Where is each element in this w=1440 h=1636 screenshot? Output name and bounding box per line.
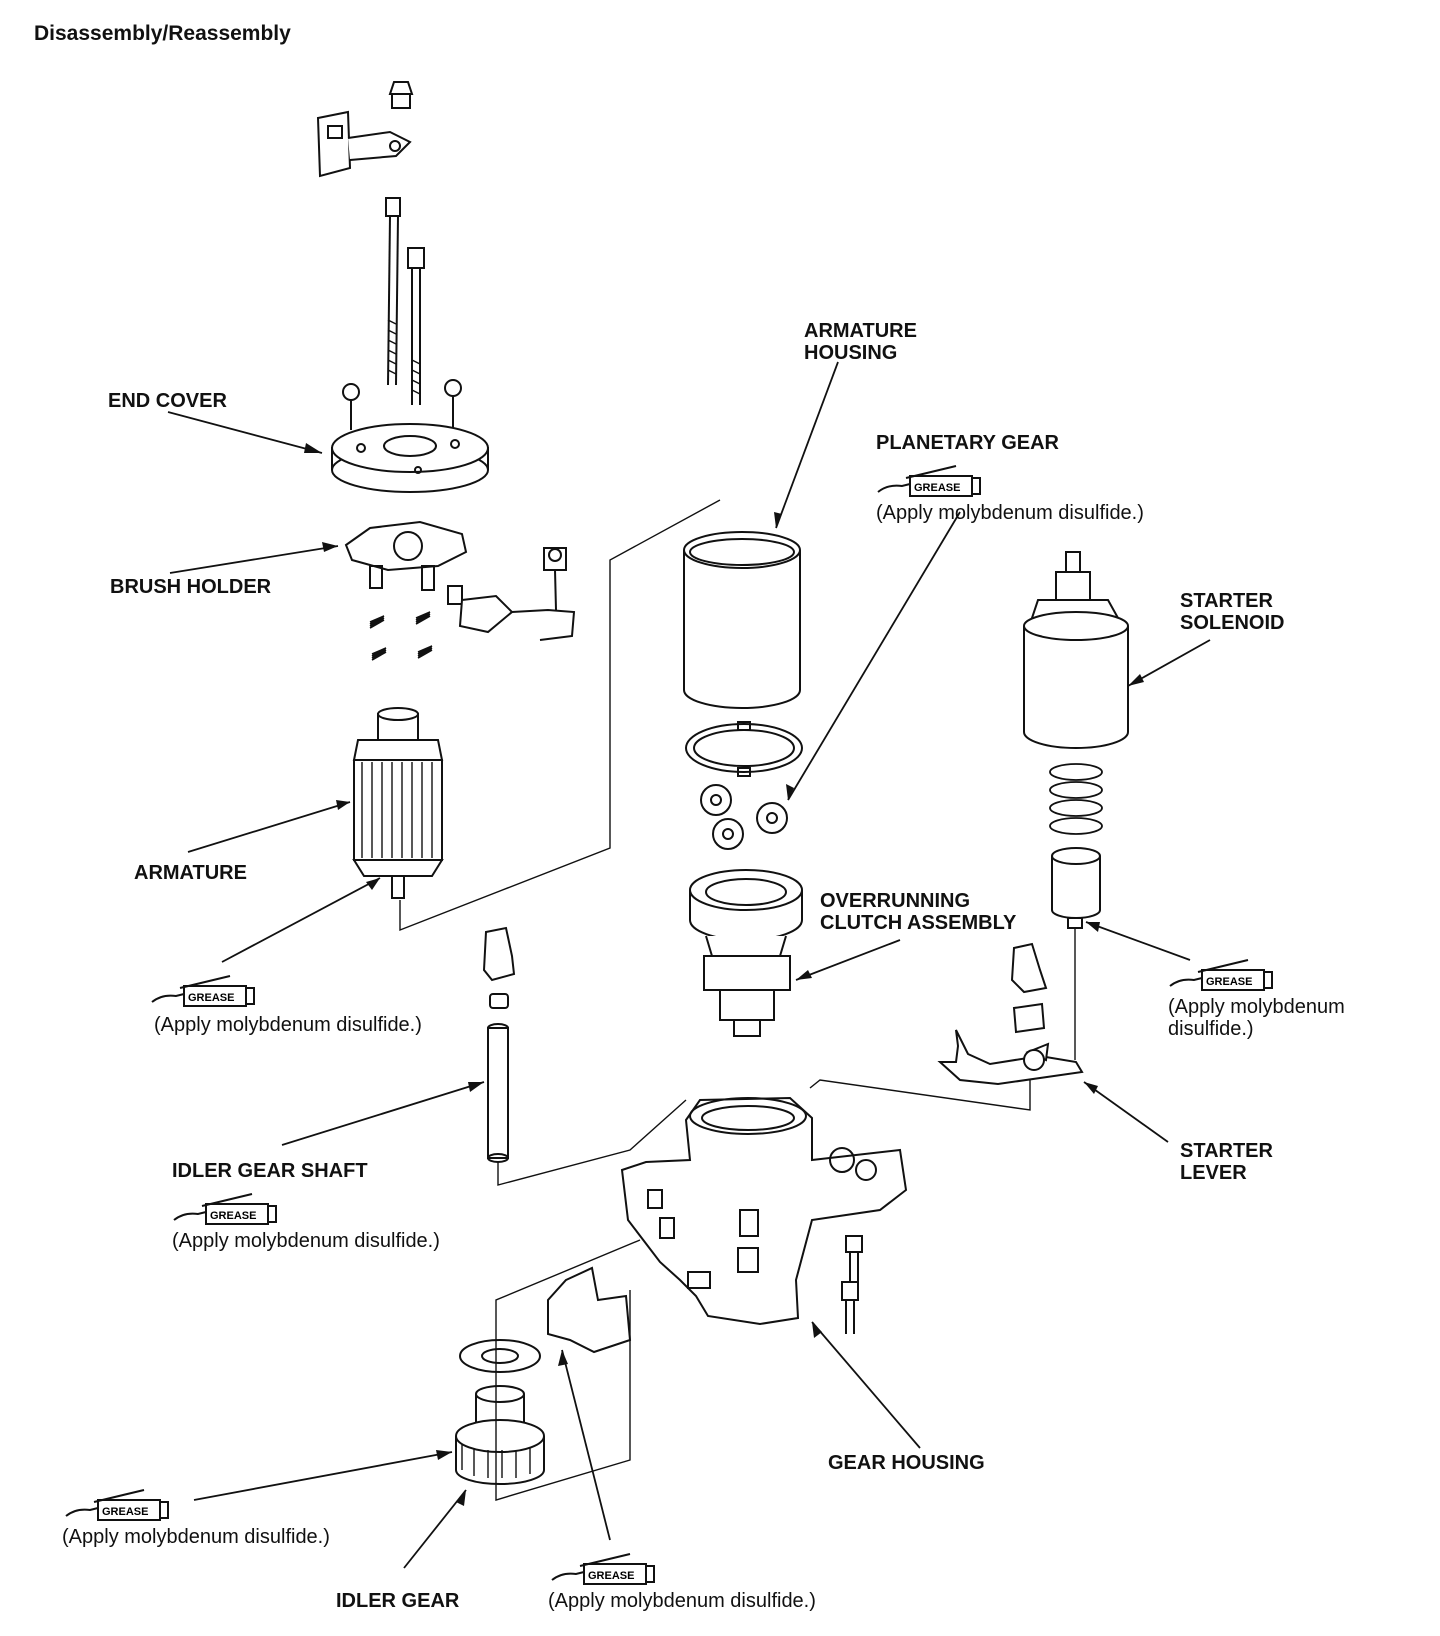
- grease-text: GREASE: [588, 1570, 634, 1582]
- label-brush-holder: BRUSH HOLDER: [110, 576, 272, 598]
- end-cover-part: [331, 423, 489, 493]
- note-idler-cover: (Apply molybdenum disulfide.): [548, 1590, 816, 1612]
- idler-washer-part: [459, 1339, 541, 1373]
- brush-springs: [369, 611, 433, 661]
- grease-tube-icon: GREASE: [65, 1489, 169, 1521]
- label-starter-lever-1: STARTER: [1180, 1140, 1273, 1162]
- label-idler-gear: IDLER GEAR: [336, 1590, 460, 1612]
- assembly-lines: [399, 499, 1031, 1501]
- gear-housing-bolts: [841, 1235, 863, 1334]
- solenoid-spring: [1049, 763, 1103, 835]
- armature-housing-part: [683, 531, 801, 709]
- starter-solenoid-part: [1023, 551, 1129, 749]
- grease-tube-icon: GREASE: [877, 465, 981, 497]
- through-bolt: [385, 197, 401, 386]
- label-gear-housing: GEAR HOUSING: [828, 1452, 985, 1474]
- label-planetary-gear: PLANETARY GEAR: [876, 432, 1059, 454]
- end-cover-bracket: [316, 81, 414, 178]
- label-armature-housing-2: HOUSING: [804, 342, 898, 364]
- starter-lever-part: [937, 1029, 1084, 1086]
- armature-part: [352, 707, 444, 899]
- grease-text: GREASE: [914, 482, 960, 494]
- grease-tube-icon: GREASE: [1169, 959, 1273, 991]
- label-overrunning-clutch-2: CLUTCH ASSEMBLY: [820, 912, 1017, 934]
- lever-dampers: [1010, 942, 1048, 1034]
- idler-cover-part: [547, 1266, 632, 1354]
- note-armature: (Apply molybdenum disulfide.): [154, 1014, 422, 1036]
- armature-housing-ring: [685, 721, 803, 777]
- label-starter-lever-2: LEVER: [1180, 1162, 1247, 1184]
- label-end-cover: END COVER: [108, 390, 227, 412]
- page-title: Disassembly/Reassembly: [34, 22, 291, 45]
- label-overrunning-clutch-1: OVERRUNNING: [820, 890, 971, 912]
- brush-holder-part: [344, 520, 576, 641]
- solenoid-plunger: [1051, 847, 1101, 1060]
- gear-housing-part: [620, 1096, 908, 1326]
- grease-text: GREASE: [210, 1210, 256, 1222]
- label-idler-gear-shaft: IDLER GEAR SHAFT: [172, 1160, 368, 1182]
- label-armature-housing-1: ARMATURE: [804, 320, 917, 342]
- grease-tube-icon: GREASE: [173, 1193, 277, 1225]
- note-plunger-2: disulfide.): [1168, 1018, 1254, 1040]
- idler-gear-part: [455, 1385, 545, 1485]
- end-cover-screws: [342, 379, 462, 430]
- note-idler-gear: (Apply molybdenum disulfide.): [62, 1526, 330, 1548]
- planetary-gear-part: [700, 784, 788, 850]
- through-bolt-2: [407, 247, 425, 405]
- grease-tube-icon: GREASE: [551, 1553, 655, 1585]
- label-armature: ARMATURE: [134, 862, 247, 884]
- label-starter-solenoid-2: SOLENOID: [1180, 612, 1285, 634]
- leader-arrowheads: [304, 443, 1144, 1506]
- note-planetary-gear: (Apply molybdenum disulfide.): [876, 502, 1144, 524]
- grease-text: GREASE: [102, 1506, 148, 1518]
- leader-lines: [167, 361, 1211, 1569]
- label-starter-solenoid-1: STARTER: [1180, 590, 1273, 612]
- idler-shaft-parts: [482, 926, 516, 1163]
- note-idler-gear-shaft: (Apply molybdenum disulfide.): [172, 1230, 440, 1252]
- note-plunger-1: (Apply molybdenum: [1168, 996, 1345, 1018]
- grease-tube-icon: GREASE: [151, 975, 255, 1007]
- grease-text: GREASE: [1206, 976, 1252, 988]
- overrunning-clutch-part: [689, 869, 803, 1037]
- grease-text: GREASE: [188, 992, 234, 1004]
